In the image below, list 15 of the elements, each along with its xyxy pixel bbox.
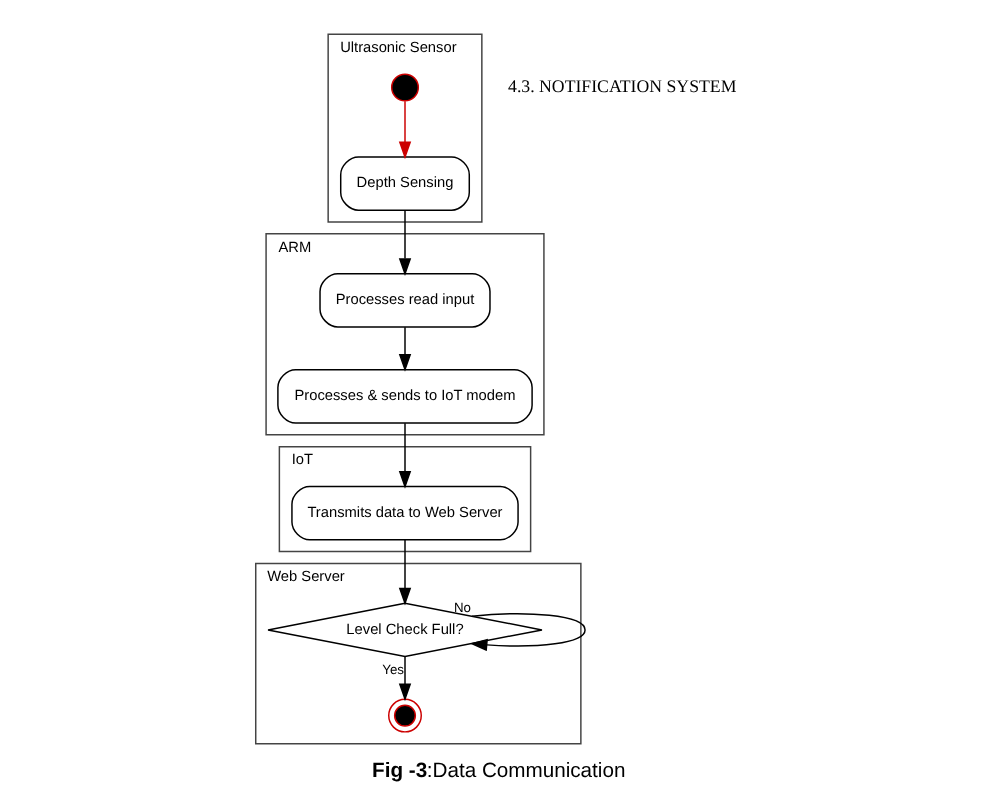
arrow (398, 422, 412, 489)
node-box: Processes & sends to IoT modem (277, 369, 533, 424)
node-box: Processes read input (319, 273, 491, 328)
node-box: Transmits data to Web Server (291, 485, 519, 541)
arrow (469, 613, 586, 652)
node-circle (390, 73, 420, 102)
arrow (398, 100, 412, 160)
arrow (398, 326, 412, 372)
node-circle (388, 698, 422, 733)
arrow (398, 655, 412, 702)
arrow (398, 209, 412, 276)
caption: Fig -3:Data Communication (372, 760, 626, 783)
node-box: Depth Sensing (339, 156, 471, 211)
arrow (398, 539, 412, 606)
label: 4.3. NOTIFICATION SYSTEM (508, 76, 737, 97)
